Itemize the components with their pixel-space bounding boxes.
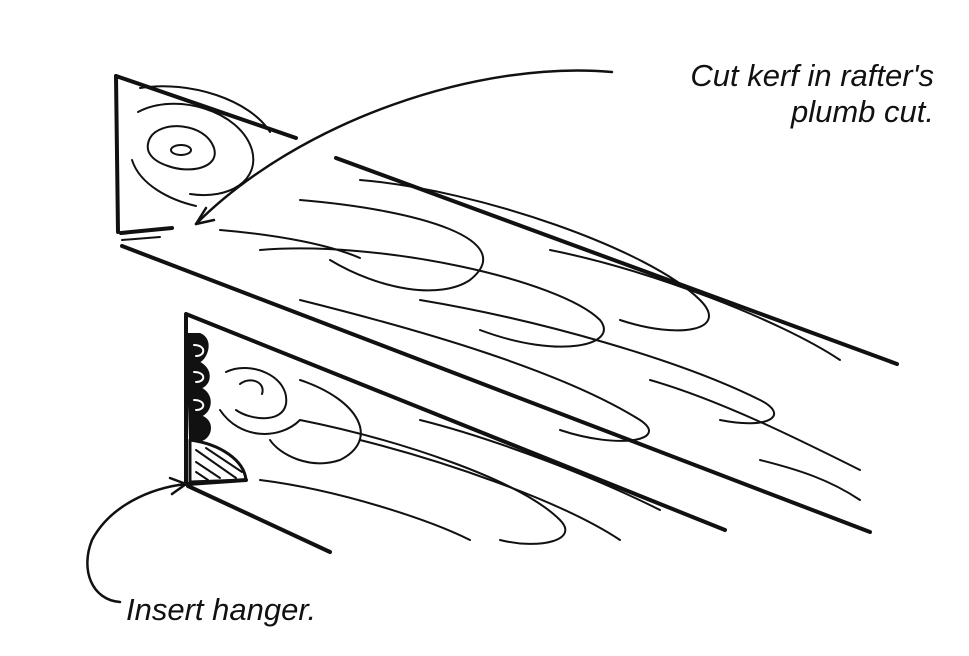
lower-rafter-top-edge	[184, 312, 727, 532]
upper-face-grain	[219, 179, 861, 501]
kerf-cut	[119, 226, 174, 235]
kerf-callout-line-2: plumb cut.	[790, 94, 934, 129]
lower-end-grain	[219, 367, 301, 435]
lower-face-grain	[259, 379, 661, 545]
kerf-leader-arrow	[194, 69, 614, 226]
upper-rafter-top-edge-far	[334, 156, 899, 366]
hanger	[186, 333, 248, 484]
hanger-leader-arrow	[86, 476, 188, 604]
upper-rafter-plumb-cut	[114, 74, 120, 234]
upper-rafter-bottom-edge	[120, 244, 872, 534]
lower-rafter	[184, 312, 727, 554]
upper-rafter	[114, 74, 899, 534]
upper-end-grain	[131, 85, 271, 207]
kerf-callout-label: Cut kerf in rafter's plumb cut.	[574, 58, 934, 130]
kerf-cut-lower	[121, 236, 161, 241]
hanger-callout-label: Insert hanger.	[126, 592, 317, 627]
kerf-callout-line-1: Cut kerf in rafter's	[690, 58, 934, 93]
lower-rafter-bottom-edge	[186, 484, 332, 554]
